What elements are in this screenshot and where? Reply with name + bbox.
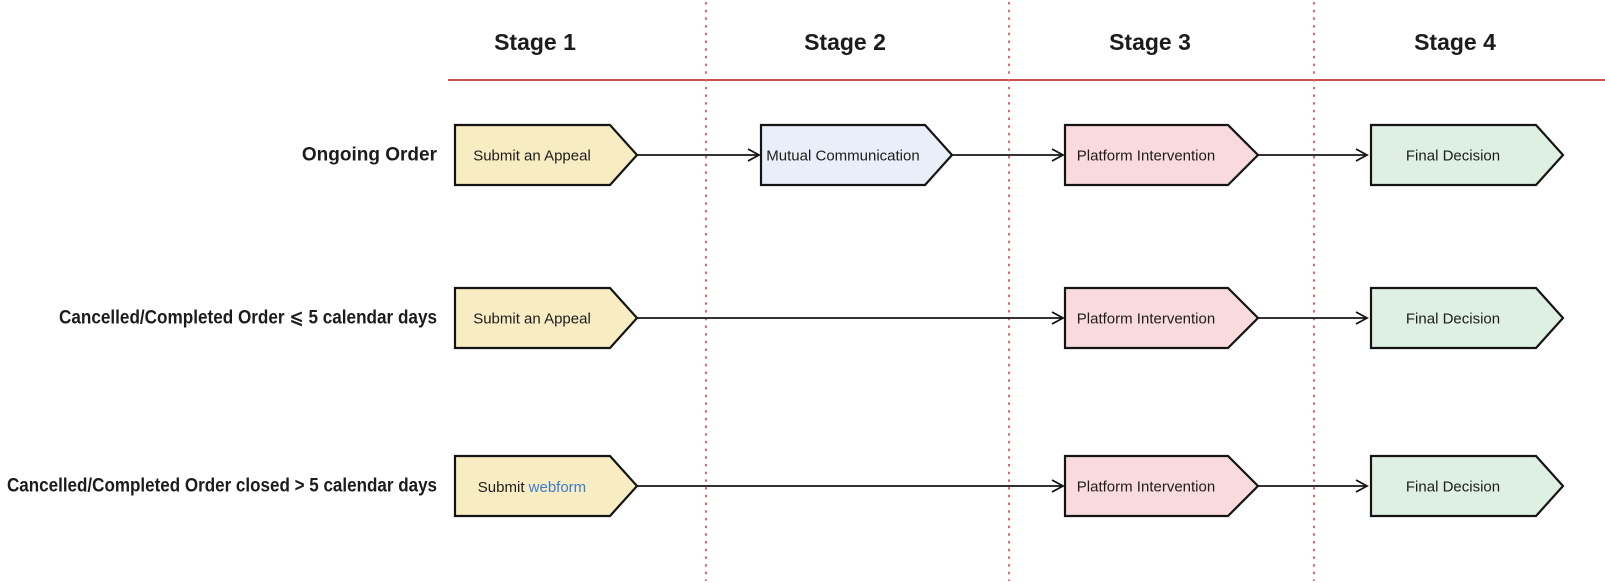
row-label: Cancelled/Completed Order closed > 5 cal… <box>7 476 437 497</box>
flow-step-label: Platform Intervention <box>1077 311 1215 328</box>
flow-step-label: Final Decision <box>1406 148 1500 165</box>
flow-step-label: Platform Intervention <box>1077 479 1215 496</box>
stage-header-2: Stage 2 <box>804 29 886 55</box>
stage-header-1: Stage 1 <box>494 29 576 55</box>
flow-step-shape <box>1063 454 1260 518</box>
flow-step-shape <box>1369 454 1565 518</box>
flow-row-cancelled-after-5-days: Cancelled/Completed Order closed > 5 cal… <box>7 454 1565 518</box>
arrow-head-icon <box>1355 311 1369 325</box>
flow-step-label: Final Decision <box>1406 479 1500 496</box>
arrow-head-icon <box>1051 148 1065 162</box>
arrow-head-icon <box>1355 479 1369 493</box>
flow-step-shape <box>1063 286 1260 350</box>
flow-step-label: Mutual Communication <box>766 148 919 165</box>
flow-step-label: Final Decision <box>1406 311 1500 328</box>
stage-header-4: Stage 4 <box>1414 29 1496 55</box>
flow-step-shape <box>1369 123 1565 187</box>
flow-step-shape <box>453 454 639 518</box>
flow-step-label: Submit webform <box>478 479 586 496</box>
flow-step-shape <box>453 123 639 187</box>
flow-step-shape <box>1369 286 1565 350</box>
row-label: Cancelled/Completed Order ⩽ 5 calendar d… <box>59 308 437 329</box>
flow-step-label: Platform Intervention <box>1077 148 1215 165</box>
webform-link[interactable]: webform <box>528 479 587 496</box>
arrow-head-icon <box>1051 479 1065 493</box>
flow-step-shape <box>1063 123 1260 187</box>
flow-step-label: Submit an Appeal <box>473 148 591 165</box>
flow-step-label-prefix: Submit <box>478 479 529 496</box>
arrow-head-icon <box>747 148 761 162</box>
flow-step-shape <box>453 286 639 350</box>
stage-header-3: Stage 3 <box>1109 29 1191 55</box>
row-label: Ongoing Order <box>302 145 438 166</box>
flow-row-ongoing-order: Ongoing Order Submit an Appeal Mutual Co… <box>302 123 1565 187</box>
flow-step-shape <box>759 123 954 187</box>
flow-step-label: Submit an Appeal <box>473 311 591 328</box>
arrow-head-icon <box>1355 148 1369 162</box>
arrow-head-icon <box>1051 311 1065 325</box>
flow-row-cancelled-within-5-days: Cancelled/Completed Order ⩽ 5 calendar d… <box>59 286 1565 350</box>
